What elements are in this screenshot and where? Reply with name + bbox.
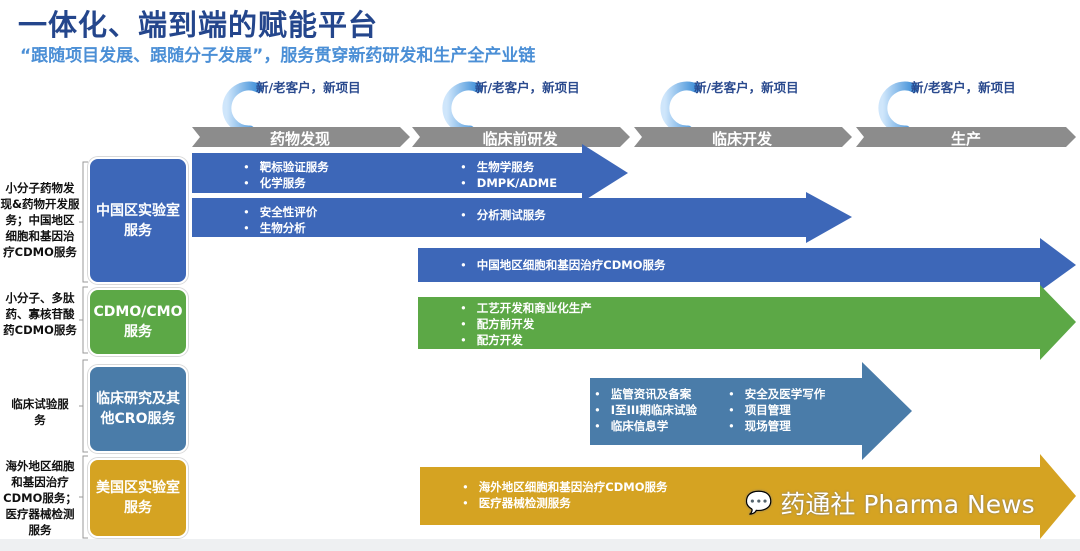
arrow3-items: 中国地区细胞和基因治疗CDMO服务: [460, 257, 666, 273]
cycle-label: 新/老客户，新项目: [911, 80, 1016, 95]
cycle-icon: [660, 81, 701, 135]
cycle-icon: [222, 81, 263, 135]
left-label: 临床试验服务: [11, 397, 69, 427]
arrow-us-lab: [420, 454, 1076, 539]
cycle-label: 新/老客户，新项目: [256, 80, 361, 95]
phase-chevron: [856, 127, 1076, 147]
wechat-icon: 💬: [745, 490, 773, 516]
phase-chevron: [634, 127, 852, 147]
phase-preclinical: 临床前研发: [482, 130, 558, 148]
phase-chevron: [192, 127, 410, 147]
box-china-lab: 中国区实验室服务: [88, 157, 188, 284]
page-title: 一体化、端到端的赋能平台: [18, 8, 379, 42]
arrow6-items: 海外地区细胞和基因治疗CDMO服务医疗器械检测服务: [462, 479, 668, 511]
cycle-label: 新/老客户，新项目: [694, 80, 799, 95]
phase-manufacturing: 生产: [950, 130, 981, 148]
phase-discovery: 药物发现: [269, 130, 330, 148]
box-us-lab: 美国区实验室服务: [88, 458, 188, 538]
phase-chevron: [412, 127, 630, 147]
cycle-icon: [878, 81, 919, 135]
arrow4-items: 工艺开发和商业化生产配方前开发配方开发: [460, 300, 592, 348]
left-label: 海外地区细胞和基因治疗CDMO服务；医疗器械检测服务: [3, 459, 77, 537]
arrow5-items-col1: 监管资讯及备案I至III期临床试验临床信息学: [594, 386, 697, 434]
bottom-strip: [0, 539, 1080, 551]
cycle-icon: [442, 81, 483, 135]
page-subtitle: “跟随项目发展、跟随分子发展”，服务贯穿新药研发和生产全产业链: [20, 46, 536, 66]
arrow-cgt-china: [418, 238, 1076, 291]
arrow5-items-col2: 安全及医学写作项目管理现场管理: [728, 386, 826, 434]
left-label: 小分子药物发现&药物开发服务；中国地区细胞和基因治疗CDMO服务: [0, 181, 80, 259]
arrow1-items-col2: 生物学服务DMPK/ADME: [460, 159, 557, 191]
left-label: 小分子、多肽药、寡核苷酸药CDMO服务: [3, 291, 77, 337]
cycle-label: 新/老客户，新项目: [475, 80, 580, 95]
arrow1-items-col1: 靶标验证服务化学服务: [243, 159, 329, 191]
box-clinical-cro: 临床研究及其他CRO服务: [88, 365, 188, 453]
watermark: 💬 药通社 Pharma News: [745, 490, 1035, 519]
phase-clinical: 临床开发: [711, 130, 772, 148]
arrow2-items-col1: 安全性评价生物分析: [243, 204, 318, 236]
box-cdmo: CDMO/CMO服务: [88, 288, 188, 356]
arrow2-items-col2: 分析测试服务: [460, 207, 546, 223]
